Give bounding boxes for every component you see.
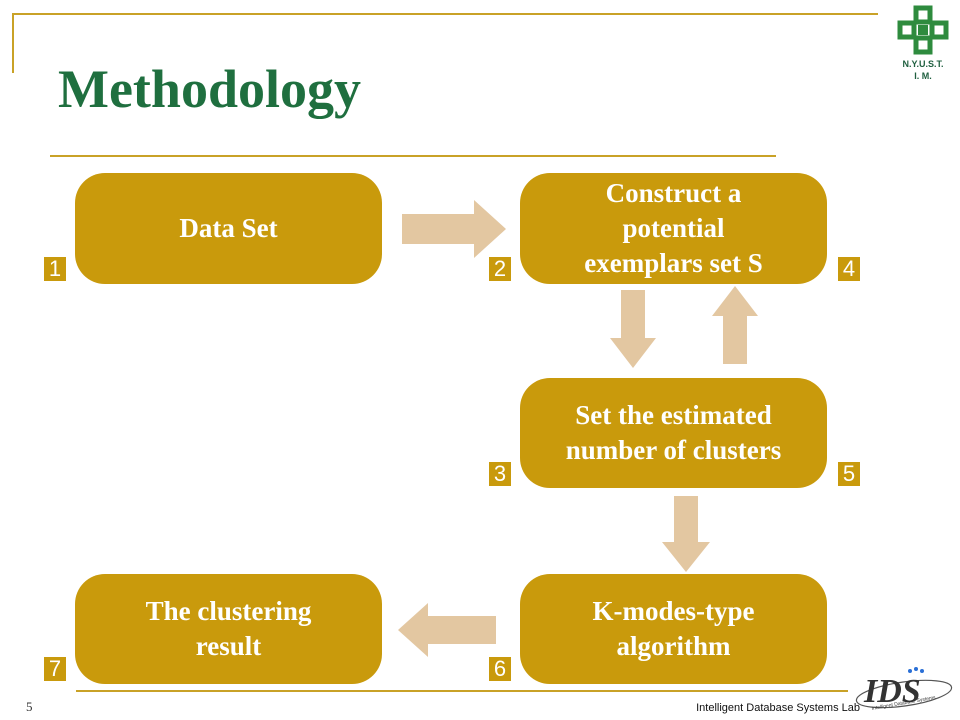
- page-title: Methodology: [58, 59, 361, 119]
- arrow-down-icon: [610, 290, 656, 368]
- nyust-logo-icon: [897, 5, 949, 55]
- footer-lab-name: Intelligent Database Systems Lab: [696, 702, 860, 714]
- step-clustering-result: The clustering result: [75, 574, 382, 684]
- step-marker: 6: [489, 657, 511, 681]
- arrow-down-icon: [662, 496, 710, 572]
- step-data-set: Data Set: [75, 173, 382, 284]
- step-construct-line2: potential: [622, 213, 725, 243]
- step-kmodes-line1: K-modes-type: [592, 596, 755, 626]
- step-result-line1: The clustering: [145, 596, 312, 626]
- step-construct-line3: exemplars set S: [584, 248, 763, 278]
- logo-caption: N.Y.U.S.T. I. M.: [890, 58, 956, 82]
- step-kmodes-line2: algorithm: [616, 631, 731, 661]
- step-estimate-line1: Set the estimated: [575, 400, 772, 430]
- step-marker: 2: [489, 257, 511, 281]
- arrow-left-icon: [398, 603, 496, 657]
- step-marker: 4: [838, 257, 860, 281]
- step-estimate-line2: number of clusters: [565, 435, 782, 465]
- step-construct-line1: Construct a: [605, 178, 742, 208]
- step-construct-exemplars: Construct a potential exemplars set S: [520, 173, 827, 284]
- step-result-line2: result: [195, 631, 262, 661]
- ids-logo-text: IDS: [863, 673, 921, 710]
- step-marker: 7: [44, 657, 66, 681]
- bottom-rule: [76, 690, 848, 692]
- ids-lab-logo-icon: IDS Intelligent Database Systems: [855, 667, 953, 712]
- logo-caption-line1: N.Y.U.S.T.: [902, 59, 944, 69]
- logo-caption-line2: I. M.: [914, 71, 932, 81]
- arrow-up-icon: [712, 286, 758, 364]
- arrow-right-icon: [402, 200, 506, 258]
- step-kmodes-algorithm: K-modes-type algorithm: [520, 574, 827, 684]
- left-rule: [12, 13, 14, 73]
- step-marker: 5: [838, 462, 860, 486]
- step-marker: 3: [489, 462, 511, 486]
- step-estimate-clusters: Set the estimated number of clusters: [520, 378, 827, 488]
- title-underline: [50, 155, 776, 157]
- top-rule: [12, 13, 878, 15]
- step-marker: 1: [44, 257, 66, 281]
- step-data-set-label: Data Set: [179, 213, 278, 243]
- page-number: 5: [26, 699, 33, 714]
